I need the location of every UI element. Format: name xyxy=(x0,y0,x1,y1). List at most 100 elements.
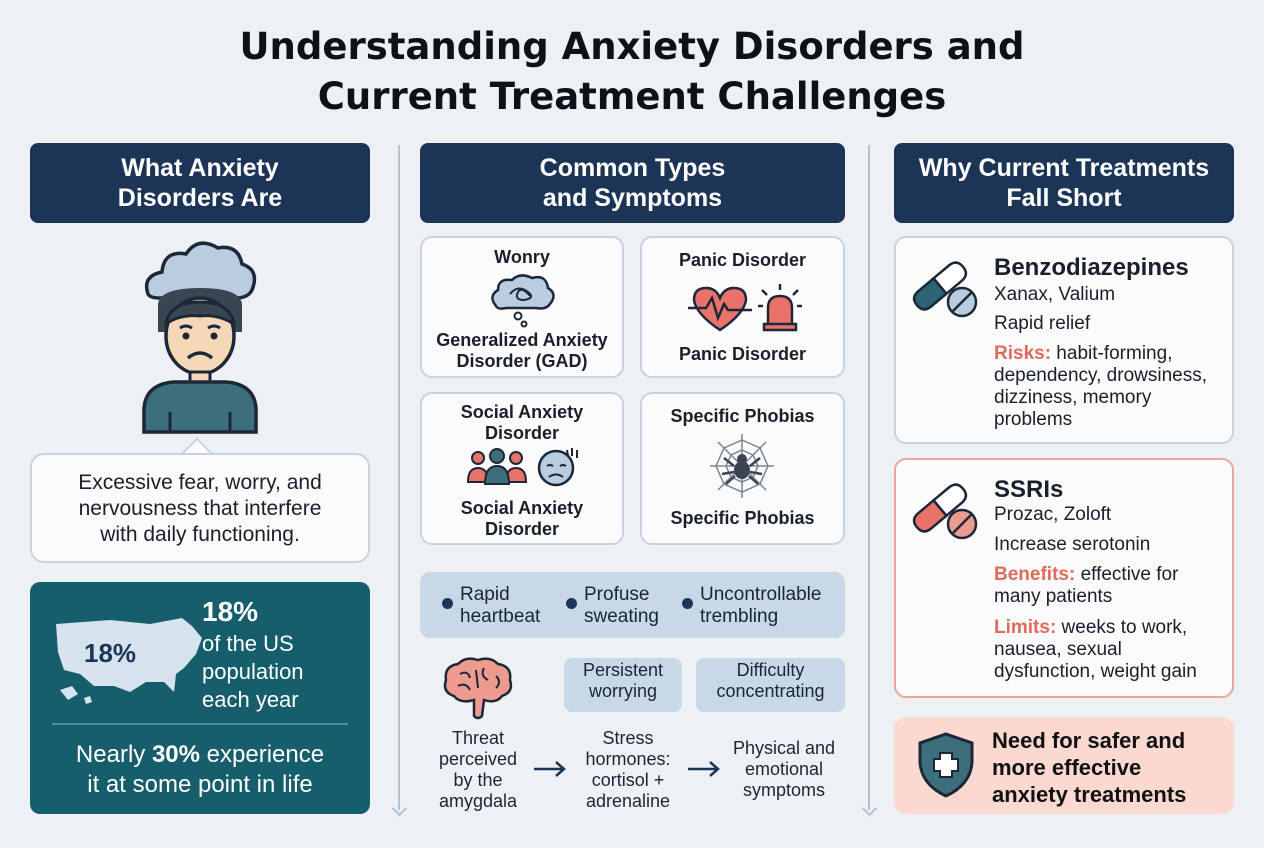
col3-header: Why Current Treatments Fall Short xyxy=(894,143,1234,223)
gad-card-label: Generalized Anxiety Disorder (GAD) xyxy=(422,330,622,372)
benzo-risks-label: Risks: xyxy=(994,343,1052,364)
prevalence-card: 18% 18% of the US population each year N… xyxy=(30,582,370,814)
spider-web-icon xyxy=(710,434,774,498)
phobias-title-line: Specific Phobias xyxy=(670,406,815,426)
benzo-risks: Risks: habit-forming, dependency, drowsi… xyxy=(994,343,1207,431)
flow-2-line-2: hormones: xyxy=(585,749,671,769)
social-card-label: Social Anxiety Disorder xyxy=(422,498,622,540)
lifetime-suffix: experience xyxy=(200,741,325,768)
need-line-1: Need for safer and xyxy=(992,728,1186,753)
shield-cross-icon xyxy=(918,732,974,798)
prevalence-line-1: of the US xyxy=(202,631,294,656)
ssri-card: SSRIs Prozac, Zoloft Increase serotonin … xyxy=(894,458,1234,698)
type-card-gad: Wonry Generalized Anxiety Disorder (GAD) xyxy=(420,236,624,378)
flow-1-line-2: perceived xyxy=(438,749,518,769)
column-divider-right xyxy=(868,145,870,810)
symptom-profuse-sweating: Profuse sweating xyxy=(566,584,659,628)
flow-2-line-4: adrenaline xyxy=(585,791,671,811)
group-people-icon xyxy=(466,448,528,485)
flow-1-line-4: amygdala xyxy=(438,791,518,811)
tag-difficulty-concentrating: Difficulty concentrating xyxy=(696,658,845,712)
ssri-benefits-line-2: many patients xyxy=(994,586,1113,607)
arrow-right-icon xyxy=(534,761,566,777)
flow-step-symptoms: Physical and emotional symptoms xyxy=(722,738,846,801)
flow-3-line-2: emotional xyxy=(744,759,824,779)
social-title-line-1: Social Anxiety xyxy=(460,402,584,422)
gad-title-line: Wonry xyxy=(494,247,550,267)
flow-2-line-1: Stress xyxy=(602,728,654,748)
map-label: 18% xyxy=(84,638,137,668)
need-line-2: more effective xyxy=(992,755,1142,780)
col3-header-line-2: Fall Short xyxy=(1006,184,1122,212)
bullet-icon xyxy=(682,598,693,609)
need-callout: Need for safer and more effective anxiet… xyxy=(894,717,1234,814)
col2-header: Common Types and Symptoms xyxy=(420,143,845,223)
flow-3-line-1: Physical and xyxy=(732,738,836,758)
need-line-3: anxiety treatments xyxy=(992,782,1187,807)
col2-header-line-1: Common Types xyxy=(539,154,726,182)
worried-person-icon xyxy=(142,241,258,434)
ssri-limits-line-2: nausea, sexual xyxy=(994,639,1122,660)
gad-label-line-1: Generalized Anxiety xyxy=(436,330,608,350)
title-line-1: Understanding Anxiety Disorders and xyxy=(239,25,1025,68)
prevalence-line-2: population xyxy=(202,659,304,684)
social-card-title: Social Anxiety Disorder xyxy=(422,402,622,444)
definition-bubble: Excessive fear, worry, and nervousness t… xyxy=(30,453,370,563)
symptom-3-line-2: trembling xyxy=(700,606,779,627)
phobias-card-title: Specific Phobias xyxy=(642,406,843,427)
type-card-phobias: Specific Phobias Specific Phobias xyxy=(640,392,845,545)
social-label-line-2: Disorder xyxy=(484,519,560,539)
benzo-risks-line-1: habit-forming, xyxy=(1051,343,1173,364)
ssri-benefits-label: Benefits: xyxy=(994,564,1076,585)
tag-2-line-2: concentrating xyxy=(716,681,825,701)
flow-1-line-3: by the xyxy=(453,770,503,790)
benzo-examples: Xanax, Valium xyxy=(994,284,1116,305)
lifetime-value: 30% xyxy=(151,741,200,768)
ssri-limits-line-3: dysfunction, weight gain xyxy=(994,661,1197,682)
stat-divider xyxy=(52,723,348,725)
benzo-name: Benzodiazepines xyxy=(994,254,1189,281)
lifetime-text: Nearly 30% experience it at some point i… xyxy=(30,740,370,800)
symptoms-bar: Rapid heartbeat Profuse sweating Uncontr… xyxy=(420,572,845,638)
arrow-right-icon xyxy=(688,761,720,777)
ssri-effect: Increase serotonin xyxy=(994,534,1151,555)
benzo-effect: Rapid relief xyxy=(994,313,1091,334)
us-map-icon xyxy=(56,618,202,704)
prevalence-text: of the US population each year xyxy=(202,630,304,714)
flow-2-line-3: cortisol + xyxy=(591,770,665,790)
anxious-face-icon xyxy=(537,448,578,487)
tag-persistent-worrying: Persistent worrying xyxy=(564,658,682,712)
symptom-1-line-1: Rapid xyxy=(460,584,510,605)
alarm-light-icon xyxy=(758,284,802,332)
symptom-2-line-2: sweating xyxy=(584,606,659,627)
type-card-panic: Panic Disorder Panic Disorder xyxy=(640,236,845,378)
tag-1-line-2: worrying xyxy=(588,681,658,701)
social-title-line-2: Disorder xyxy=(484,423,560,443)
lifetime-line-2: it at some point in life xyxy=(87,771,313,798)
phobias-label-line: Specific Phobias xyxy=(670,508,815,528)
benzodiazepines-card: Benzodiazepines Xanax, Valium Rapid reli… xyxy=(894,236,1234,444)
symptom-3-line-1: Uncontrollable xyxy=(700,584,822,605)
symptom-2-line-1: Profuse xyxy=(584,584,650,605)
column-divider-left xyxy=(398,145,400,810)
definition-line-3: with daily functioning. xyxy=(100,523,300,546)
lifetime-prefix: Nearly xyxy=(75,741,152,768)
col3-header-line-1: Why Current Treatments xyxy=(918,154,1210,182)
col2-header-line-2: and Symptoms xyxy=(542,184,723,212)
ssri-benefits: Benefits: effective for many patients xyxy=(994,564,1178,608)
gad-label-line-2: Disorder (GAD) xyxy=(456,351,588,371)
tag-2-line-1: Difficulty xyxy=(736,660,805,680)
heart-pulse-icon xyxy=(688,286,752,332)
definition-line-1: Excessive fear, worry, and xyxy=(78,471,322,494)
benzo-risks-line-4: problems xyxy=(994,409,1073,430)
symptom-rapid-heartbeat: Rapid heartbeat xyxy=(442,584,540,628)
ssri-limits-line-1: weeks to work, xyxy=(1056,617,1188,638)
benzo-risks-line-3: dizziness, memory xyxy=(994,387,1152,408)
ssri-examples: Prozac, Zoloft xyxy=(994,504,1112,525)
bullet-icon xyxy=(566,598,577,609)
col1-header-line-1: What Anxiety xyxy=(121,154,279,182)
need-text: Need for safer and more effective anxiet… xyxy=(992,727,1186,808)
pill-capsule-icon xyxy=(912,483,978,540)
ssri-benefits-line-1: effective for xyxy=(1075,564,1179,585)
ssri-limits: Limits: weeks to work, nausea, sexual dy… xyxy=(994,617,1197,683)
